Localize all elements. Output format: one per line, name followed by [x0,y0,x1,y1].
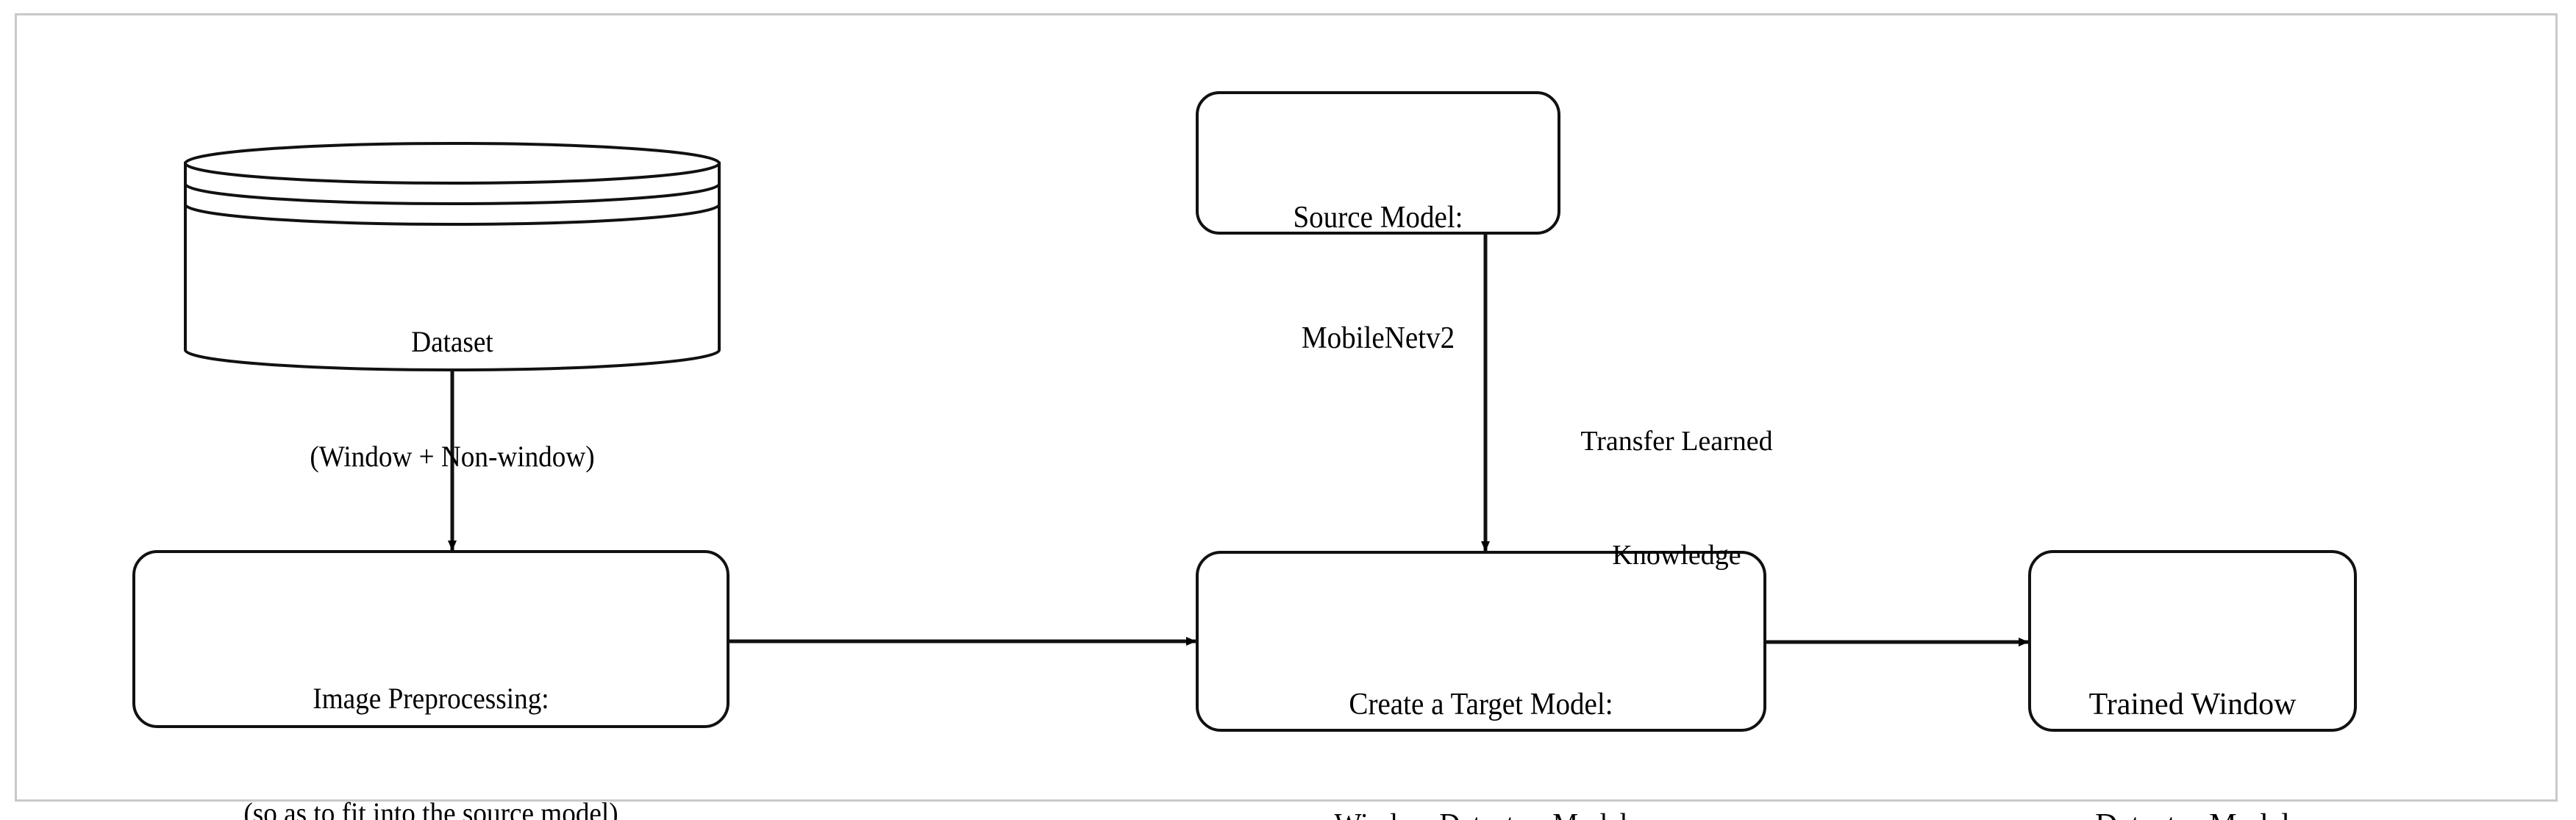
node-target-model-box[interactable] [1196,551,1766,732]
node-source-model-box[interactable] [1196,91,1560,235]
node-trained-model-box[interactable] [2028,550,2357,732]
node-dataset-cylinder[interactable] [184,142,721,371]
node-image-preprocessing-box[interactable] [132,550,729,728]
